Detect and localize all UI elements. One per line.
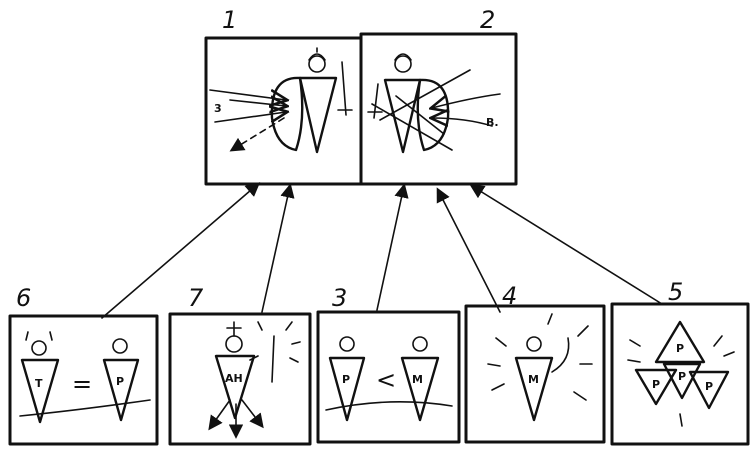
knight-figure: P	[102, 338, 140, 422]
arrow-6-to-1	[101, 182, 261, 319]
sword-icon	[271, 335, 275, 383]
bottom-panel-5: 5 P P P P	[610, 278, 750, 446]
knight-figure: M	[400, 336, 440, 422]
triangle-label: P	[676, 342, 684, 355]
triangle-label: P	[705, 380, 713, 393]
top-panel-1: 1 3	[204, 6, 363, 186]
top-panel-2: 2 B.	[359, 6, 518, 186]
knight-figure: P	[328, 336, 366, 422]
panel-number: 4	[502, 282, 517, 310]
attacker-label: B.	[486, 116, 499, 129]
figure-label: M	[528, 373, 539, 386]
connection-arrows	[101, 182, 663, 319]
triangle-label: P	[652, 378, 660, 391]
bottom-panel-7: 7 AH	[168, 284, 312, 446]
figure-label: T	[35, 377, 43, 390]
bottom-panel-6: 6 T = P	[8, 284, 159, 446]
attacker-label: 3	[214, 102, 222, 115]
figure-label: P	[342, 373, 350, 386]
panel-number: 2	[480, 6, 495, 34]
knight-figure	[367, 53, 450, 154]
panel-number: 1	[222, 6, 237, 34]
bottom-panel-4: 4 M	[464, 282, 606, 444]
panel-frame	[204, 36, 363, 186]
panel-frame	[8, 314, 159, 446]
shield-icon	[270, 76, 304, 152]
panel-frame	[168, 312, 312, 446]
figure-label: M	[412, 373, 423, 386]
panel-number: 7	[188, 284, 204, 312]
glow-rays	[249, 321, 301, 363]
arrow-5-to-2	[469, 184, 663, 305]
figure-label: P	[116, 375, 124, 388]
panel-number: 6	[16, 284, 31, 312]
arrow-7-to-1	[261, 183, 295, 313]
arrow-4-to-2	[436, 187, 501, 313]
panel-frame	[316, 310, 461, 444]
arrow-3-to-2	[376, 183, 409, 311]
crowned-knight-figure: AH	[208, 321, 264, 439]
panel-frame	[610, 302, 750, 446]
panel-frame	[464, 304, 606, 444]
figure-label: AH	[225, 372, 243, 385]
panel-number: 3	[332, 284, 347, 312]
glow-rays	[487, 313, 593, 401]
knight-figure: M	[514, 336, 570, 422]
panel-number: 5	[668, 278, 683, 306]
triangle-group: P P P P	[634, 320, 730, 410]
glow-rays	[627, 335, 735, 427]
relation-symbol: =	[72, 370, 92, 398]
knight-figure	[270, 47, 353, 154]
viking-figure: T	[20, 331, 60, 424]
relation-symbol: <	[376, 366, 396, 394]
bottom-panel-3: 3 P < M	[316, 284, 461, 444]
panel-frame	[359, 32, 518, 186]
triangle-label: P	[678, 370, 686, 383]
